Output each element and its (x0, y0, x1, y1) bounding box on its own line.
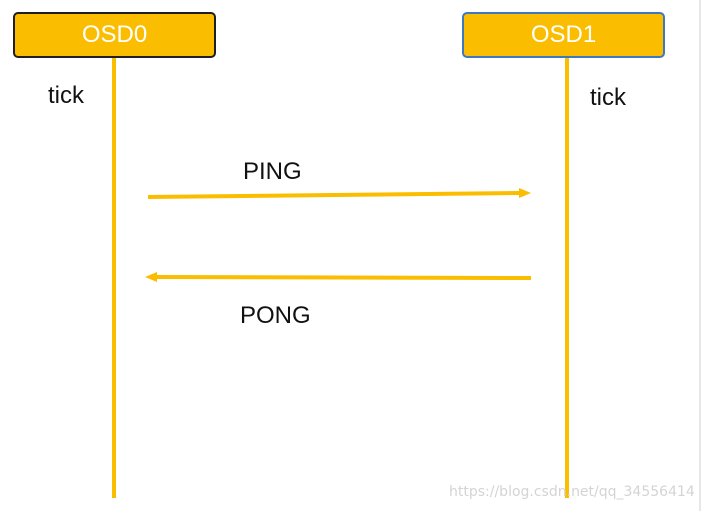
pong-arrow-line (155, 275, 532, 280)
ping-arrow (147, 188, 531, 199)
osd1-tick-label: tick (590, 84, 626, 111)
osd0-label: OSD0 (81, 21, 148, 48)
pong-arrow (145, 272, 532, 282)
ping-message-label: PING (243, 158, 302, 185)
osd1-node: OSD1 (462, 12, 665, 58)
osd1-label: OSD1 (530, 21, 597, 48)
osd0-lifeline (112, 58, 116, 498)
ping-arrowhead (519, 188, 531, 198)
watermark: https://blog.csdn.net/qq_34556414 (449, 484, 695, 500)
osd1-lifeline (565, 58, 569, 498)
ping-arrow-line (147, 191, 521, 199)
right-border (699, 0, 701, 511)
pong-arrowhead (145, 272, 157, 282)
osd0-tick-label: tick (48, 82, 84, 109)
pong-message-label: PONG (240, 302, 311, 329)
osd0-node: OSD0 (13, 12, 216, 58)
